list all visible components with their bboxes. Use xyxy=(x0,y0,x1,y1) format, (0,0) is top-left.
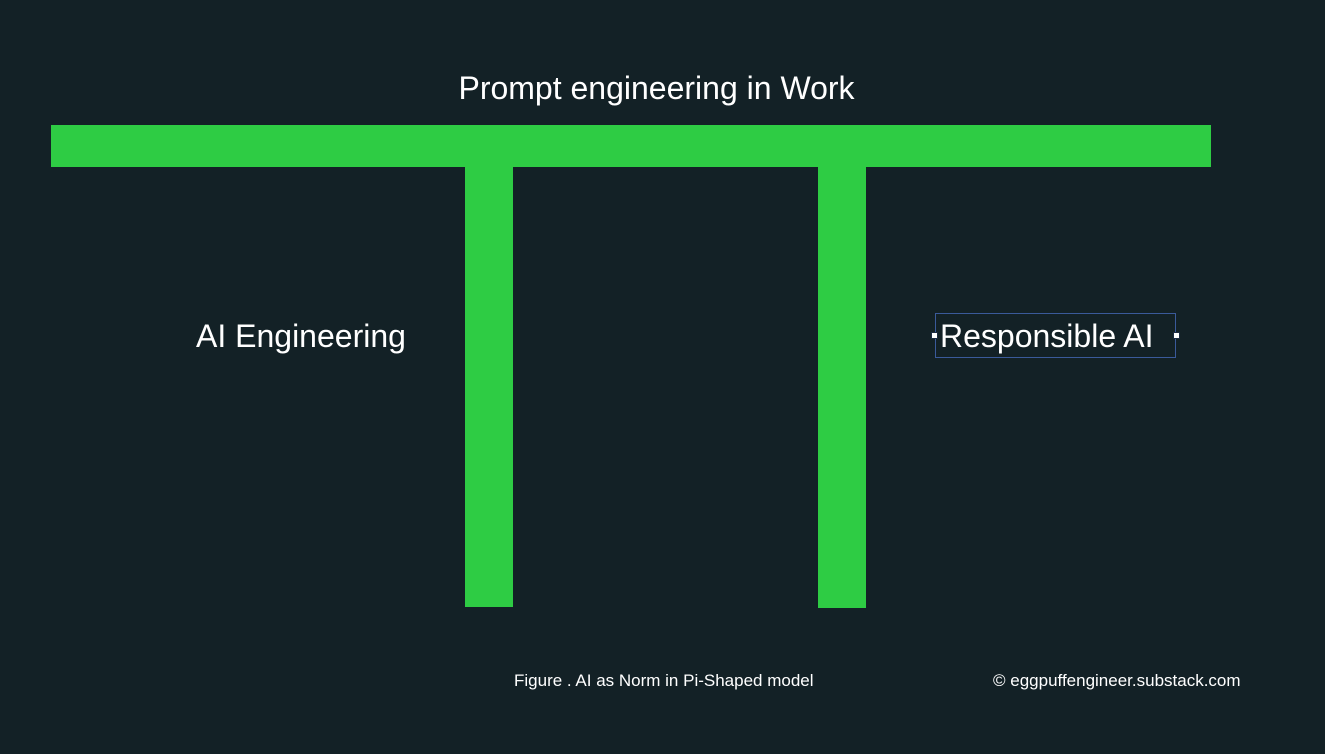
pi-right-leg xyxy=(818,166,866,608)
pi-top-bar xyxy=(51,125,1211,167)
left-label[interactable]: AI Engineering xyxy=(196,318,406,354)
resize-handle-right[interactable] xyxy=(1173,332,1180,339)
resize-handle-left[interactable] xyxy=(931,332,938,339)
pi-left-leg xyxy=(465,166,513,607)
right-label[interactable]: Responsible AI xyxy=(940,318,1154,354)
figure-caption: Figure . AI as Norm in Pi-Shaped model xyxy=(514,671,814,690)
copyright-notice: © eggpuffengineer.substack.com xyxy=(993,671,1241,690)
diagram-title: Prompt engineering in Work xyxy=(458,70,855,106)
